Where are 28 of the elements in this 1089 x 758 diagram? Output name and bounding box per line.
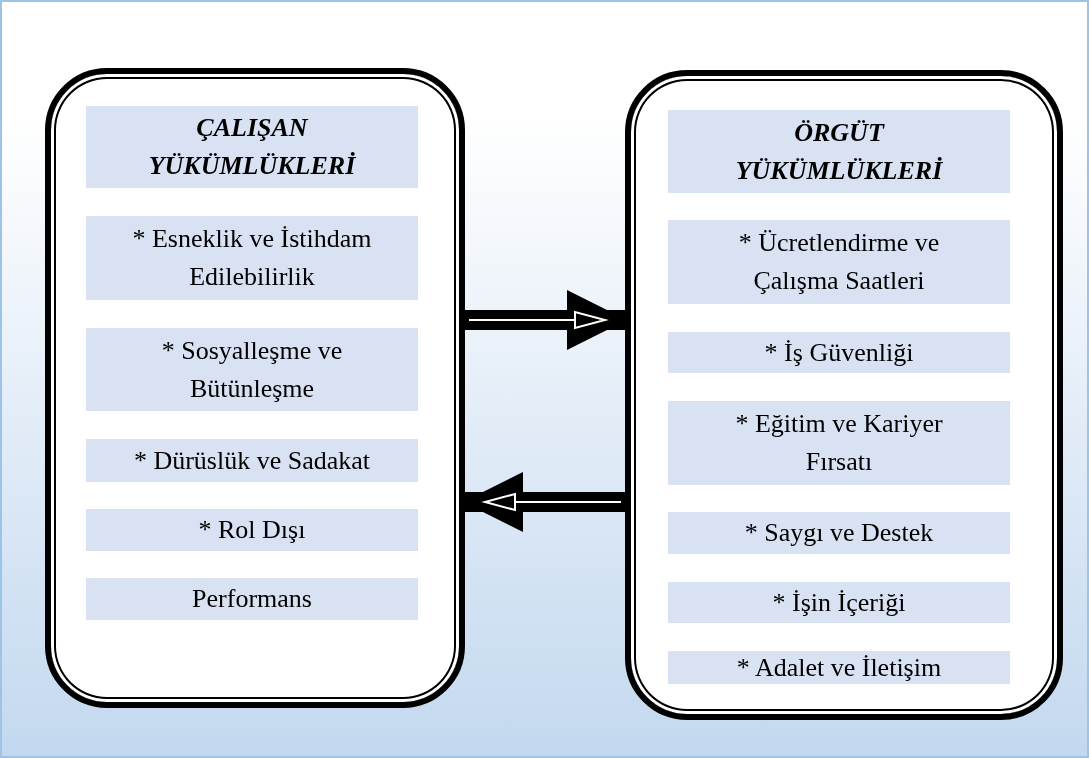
item-text: * İşin İçeriği: [772, 586, 906, 619]
item-text: * İş Güvenliği: [764, 336, 914, 369]
item-text: * Adalet ve İletişim: [736, 651, 942, 684]
heading-band: [668, 110, 1010, 193]
item-text: * Rol Dışı: [198, 514, 306, 546]
item-band: [668, 651, 1010, 684]
rounded-panel: [45, 68, 465, 708]
item-text: * Esneklik ve İstihdam Edilebilirlik: [131, 223, 373, 293]
item-band: [86, 509, 418, 551]
item-band: [668, 220, 1010, 304]
item-text: * Eğitim ve Kariyer Fırsatı: [734, 408, 944, 478]
item-text: * Saygı ve Destek: [744, 517, 934, 549]
item-text: Performans: [192, 583, 312, 615]
item-band: [668, 332, 1010, 373]
item-text: * Sosyalleşme ve Bütünleşme: [160, 334, 344, 405]
item-text: * Ücretlendirme ve Çalışma Saatleri: [737, 227, 941, 297]
item-text: * Dürüslük ve Sadakat: [133, 444, 371, 477]
item-band: [86, 439, 418, 482]
rounded-panel: [625, 70, 1063, 720]
item-band: [668, 582, 1010, 623]
item-band: [668, 401, 1010, 485]
item-band: [86, 578, 418, 620]
heading-text: ÖRGÜT YÜKÜMLÜKLERİ: [734, 116, 944, 187]
heading-band: [86, 106, 418, 188]
item-band: [86, 328, 418, 411]
item-band: [668, 512, 1010, 554]
heading-text: ÇALIŞAN YÜKÜMLÜKLERİ: [147, 112, 357, 182]
item-band: [86, 216, 418, 300]
